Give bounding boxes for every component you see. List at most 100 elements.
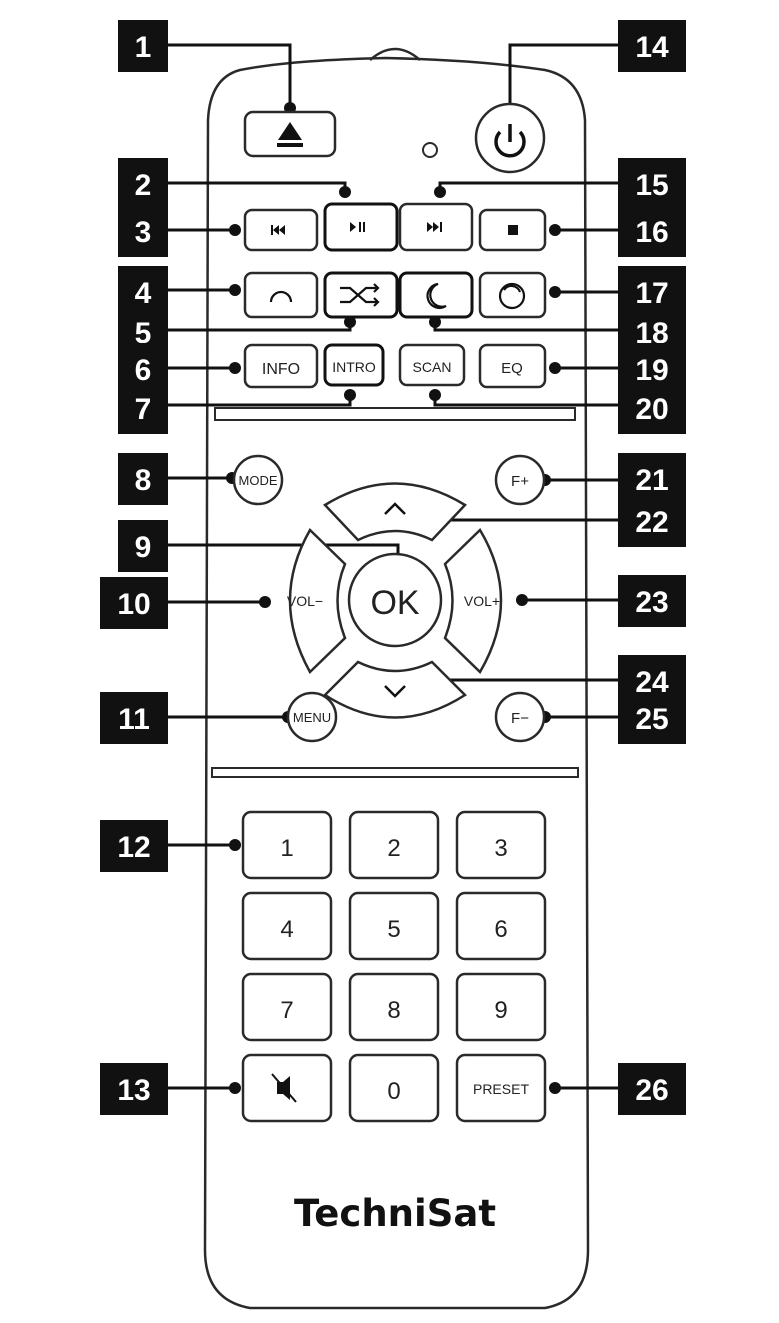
callout-14: 14 bbox=[618, 20, 686, 72]
eject-button[interactable] bbox=[243, 110, 337, 158]
menu-button[interactable]: MENU bbox=[286, 691, 338, 743]
svg-text:23: 23 bbox=[635, 586, 668, 619]
eq-label: EQ bbox=[501, 360, 523, 377]
key-3[interactable]: 3 bbox=[455, 810, 547, 880]
ok-button[interactable]: OK bbox=[347, 552, 443, 648]
section-divider-bottom bbox=[211, 767, 579, 778]
keypad: 1 2 3 4 5 6 7 8 9 0 PRESET bbox=[241, 810, 547, 1123]
scan-button[interactable]: SCAN bbox=[398, 343, 466, 387]
callout-1: 1 bbox=[118, 20, 168, 72]
callout-9: 9 bbox=[118, 520, 168, 572]
chevron-down-icon bbox=[384, 685, 406, 698]
key-6[interactable]: 6 bbox=[455, 891, 547, 961]
key-1-label: 1 bbox=[280, 835, 293, 862]
power-icon bbox=[494, 124, 526, 158]
shuffle-icon bbox=[340, 283, 380, 307]
menu-label: MENU bbox=[293, 710, 331, 725]
preset-label: PRESET bbox=[473, 1081, 529, 1097]
chevron-up-icon bbox=[384, 502, 406, 515]
play-pause-button[interactable] bbox=[323, 202, 399, 252]
eq-button[interactable]: EQ bbox=[478, 343, 547, 389]
svg-text:7: 7 bbox=[135, 393, 152, 426]
repeat-button[interactable] bbox=[243, 271, 319, 319]
svg-text:4: 4 bbox=[135, 277, 152, 310]
sleep-button[interactable] bbox=[398, 271, 474, 319]
svg-text:15: 15 bbox=[635, 169, 668, 202]
mute-button[interactable] bbox=[241, 1053, 333, 1123]
callout-12: 12 bbox=[100, 820, 168, 872]
info-button[interactable]: INFO bbox=[243, 343, 319, 389]
vol-minus-label: VOL− bbox=[287, 593, 323, 609]
mode-label: MODE bbox=[239, 473, 278, 488]
callout-16: 16 bbox=[618, 205, 686, 257]
key-4-label: 4 bbox=[280, 916, 293, 943]
callout-15: 15 bbox=[618, 158, 686, 210]
svg-text:19: 19 bbox=[635, 354, 668, 387]
callout-3: 3 bbox=[118, 205, 168, 257]
callout-20: 20 bbox=[618, 382, 686, 434]
svg-text:1: 1 bbox=[135, 31, 152, 64]
svg-text:14: 14 bbox=[635, 31, 669, 64]
callout-badges: 1 2 3 4 5 6 7 8 9 10 11 12 13 14 15 16 1… bbox=[100, 20, 686, 1115]
f-minus-button[interactable]: F− bbox=[494, 691, 546, 743]
f-plus-button[interactable]: F+ bbox=[494, 454, 546, 506]
vol-minus-button[interactable]: VOL− bbox=[287, 527, 347, 675]
preset-button[interactable]: PRESET bbox=[455, 1053, 547, 1123]
key-6-label: 6 bbox=[494, 916, 507, 943]
key-2[interactable]: 2 bbox=[348, 810, 440, 880]
snooze-button[interactable] bbox=[478, 271, 547, 319]
key-0-label: 0 bbox=[387, 1078, 400, 1105]
svg-text:6: 6 bbox=[135, 354, 152, 387]
skip-previous-icon bbox=[271, 225, 285, 235]
key-5-label: 5 bbox=[387, 916, 400, 943]
key-5[interactable]: 5 bbox=[348, 891, 440, 961]
svg-text:13: 13 bbox=[117, 1074, 150, 1107]
callout-26: 26 bbox=[618, 1063, 686, 1115]
key-7-label: 7 bbox=[280, 997, 293, 1024]
vol-plus-button[interactable]: VOL+ bbox=[443, 528, 503, 675]
svg-text:10: 10 bbox=[117, 588, 150, 621]
next-button[interactable] bbox=[398, 202, 474, 252]
intro-label: INTRO bbox=[332, 359, 376, 375]
section-divider-top bbox=[214, 407, 576, 421]
callout-25: 25 bbox=[618, 692, 686, 744]
svg-text:3: 3 bbox=[135, 216, 152, 249]
stop-icon bbox=[508, 225, 518, 235]
power-button[interactable] bbox=[474, 102, 546, 174]
key-7[interactable]: 7 bbox=[241, 972, 333, 1042]
moon-icon bbox=[426, 282, 447, 309]
key-1[interactable]: 1 bbox=[241, 810, 333, 880]
callout-11: 11 bbox=[100, 692, 168, 744]
svg-text:2: 2 bbox=[135, 169, 152, 202]
mode-button[interactable]: MODE bbox=[232, 454, 284, 506]
key-0[interactable]: 0 bbox=[348, 1053, 440, 1123]
key-3-label: 3 bbox=[494, 835, 507, 862]
svg-text:25: 25 bbox=[635, 703, 668, 736]
key-8-label: 8 bbox=[387, 997, 400, 1024]
svg-text:20: 20 bbox=[635, 393, 668, 426]
callout-22: 22 bbox=[618, 495, 686, 547]
svg-text:21: 21 bbox=[635, 464, 668, 497]
svg-text:9: 9 bbox=[135, 531, 152, 564]
play-pause-icon bbox=[350, 222, 365, 232]
svg-text:11: 11 bbox=[118, 703, 150, 736]
previous-button[interactable] bbox=[243, 208, 319, 252]
down-button[interactable] bbox=[323, 660, 467, 719]
key-8[interactable]: 8 bbox=[348, 972, 440, 1042]
stop-button[interactable] bbox=[478, 208, 547, 252]
repeat-icon bbox=[269, 290, 293, 303]
callout-7: 7 bbox=[118, 382, 168, 434]
intro-button[interactable]: INTRO bbox=[323, 343, 385, 387]
key-9-label: 9 bbox=[494, 997, 507, 1024]
key-2-label: 2 bbox=[387, 835, 400, 862]
svg-text:12: 12 bbox=[117, 831, 150, 864]
svg-text:17: 17 bbox=[635, 277, 668, 310]
key-9[interactable]: 9 bbox=[455, 972, 547, 1042]
key-4[interactable]: 4 bbox=[241, 891, 333, 961]
eject-icon bbox=[277, 122, 303, 147]
f-minus-label: F− bbox=[511, 710, 529, 727]
up-button[interactable] bbox=[323, 482, 467, 542]
shuffle-button[interactable] bbox=[323, 271, 399, 319]
ok-label: OK bbox=[370, 584, 419, 622]
svg-text:22: 22 bbox=[635, 506, 668, 539]
